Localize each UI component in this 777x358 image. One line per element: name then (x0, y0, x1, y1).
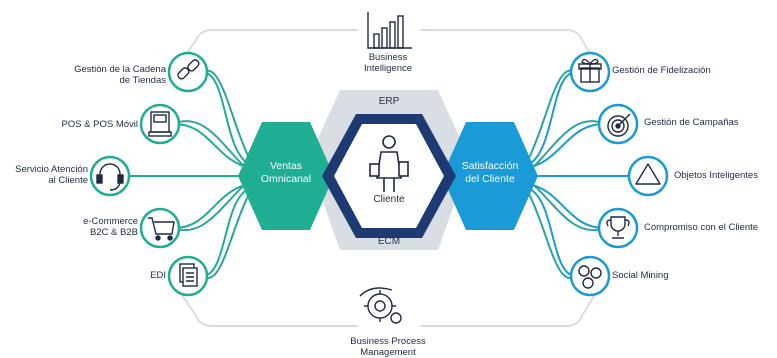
left-icon-circles (89, 51, 209, 297)
bar-chart-icon (367, 12, 412, 49)
gift-icon (578, 58, 602, 83)
documents-icon (179, 263, 198, 287)
band-bottom-label: ECM (377, 236, 401, 247)
right-hub (442, 122, 538, 230)
right-connectors (527, 69, 640, 279)
left-item-label: POS & POS Móvil (61, 119, 138, 130)
right-item-label: Social Mining (612, 270, 669, 281)
chain-link-icon (177, 59, 200, 80)
band-top-label: ERP (378, 96, 400, 107)
shopping-cart-icon (148, 217, 175, 241)
center-label: Cliente (373, 194, 405, 205)
right-item-label: Objetos Inteligentes (674, 170, 758, 181)
right-item-label: Gestión de Fidelización (612, 65, 711, 76)
target-icon (607, 113, 631, 137)
right-icon-circles (569, 51, 669, 297)
pos-terminal-icon (148, 111, 172, 137)
social-media-icon (578, 265, 602, 289)
left-connectors (118, 69, 251, 279)
triangle-icon (635, 163, 661, 185)
trophy-icon (606, 216, 630, 239)
right-item-label: Compromiso con el Cliente (644, 222, 759, 233)
left-hub (238, 122, 334, 230)
gear-process-icon (359, 287, 402, 324)
shopper-icon (369, 135, 409, 192)
headset-icon (96, 163, 124, 191)
left-item-label: EDI (150, 270, 166, 281)
right-item-label: Gestión de Campañas (644, 117, 739, 128)
outer-frame (175, 29, 601, 327)
